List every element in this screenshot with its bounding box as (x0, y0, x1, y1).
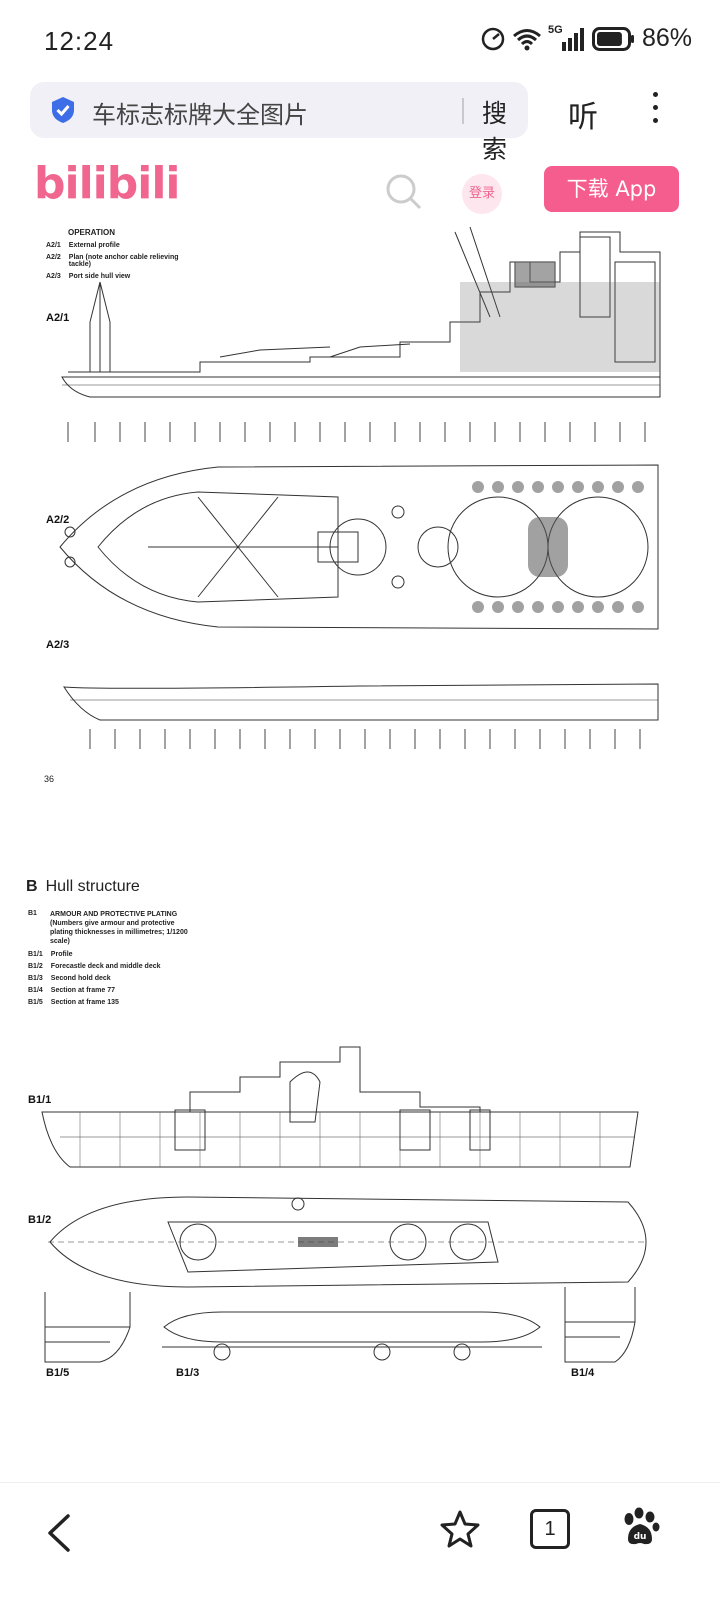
figure-label-b11: B1/1 (28, 1094, 52, 1106)
armour-profile-drawing (41, 1046, 639, 1168)
search-icon[interactable] (384, 172, 424, 212)
status-bar: 12:24 5G 86% (0, 0, 720, 84)
download-app-button[interactable]: 下载 App (544, 166, 679, 212)
status-icons: 5G 86% (480, 24, 692, 53)
section-title: Hull structure (45, 878, 140, 895)
frame-scale-top (67, 422, 646, 442)
tabs-button[interactable]: 1 (530, 1509, 570, 1549)
figure-label-b12: B1/2 (28, 1214, 52, 1226)
search-divider (462, 98, 464, 124)
search-query-text[interactable]: 车标志标牌大全图片 (92, 101, 308, 129)
bottom-nav-bar: 1 du (0, 1482, 720, 1611)
more-menu-icon[interactable] (650, 92, 660, 128)
section-heading: B Hull structure (26, 878, 140, 896)
ship-plan-drawing (59, 464, 659, 630)
battery-icon (591, 26, 634, 51)
browser-search-bar[interactable]: 车标志标牌大全图片 搜索 (30, 82, 528, 164)
ship-profile-drawing (61, 226, 661, 398)
speed-icon (481, 27, 505, 50)
site-header: bilibili 登录 下载 App (0, 152, 720, 232)
back-chevron-icon[interactable] (44, 1513, 74, 1553)
section-letter: B (26, 878, 38, 895)
svg-text:du: du (634, 1532, 647, 1542)
battery-percent: 86% (641, 24, 692, 52)
figure-label-a21: A2/1 (46, 312, 70, 324)
status-time: 12:24 (44, 26, 115, 56)
figure-label-b14: B1/4 (571, 1367, 595, 1379)
search-button[interactable]: 搜索 (482, 99, 508, 164)
frame-scale-bottom (89, 729, 641, 749)
baidu-paw-icon[interactable]: du (620, 1507, 660, 1547)
section-frame-135-drawing (44, 1292, 131, 1363)
second-hold-deck-drawing (162, 1311, 542, 1361)
listen-button[interactable]: 听 (568, 100, 598, 135)
figure-label-a22: A2/2 (46, 514, 70, 526)
star-icon[interactable] (440, 1509, 480, 1549)
bilibili-logo[interactable]: bilibili (34, 158, 180, 209)
shield-check-icon (52, 97, 74, 123)
armour-deck-drawing (48, 1196, 648, 1288)
wifi-icon (512, 28, 541, 50)
signal-icon: 5G (547, 23, 586, 52)
figure-label-b13: B1/3 (176, 1367, 200, 1379)
figure-label-a23: A2/3 (46, 639, 70, 651)
operation-title: OPERATION (68, 228, 115, 237)
network-label: 5G (547, 23, 563, 36)
hull-side-drawing (63, 683, 659, 721)
section-frame-77-drawing (564, 1287, 636, 1363)
figure-label-b15: B1/5 (46, 1367, 70, 1379)
page-number: 36 (44, 774, 55, 784)
login-button[interactable]: 登录 (462, 174, 502, 214)
